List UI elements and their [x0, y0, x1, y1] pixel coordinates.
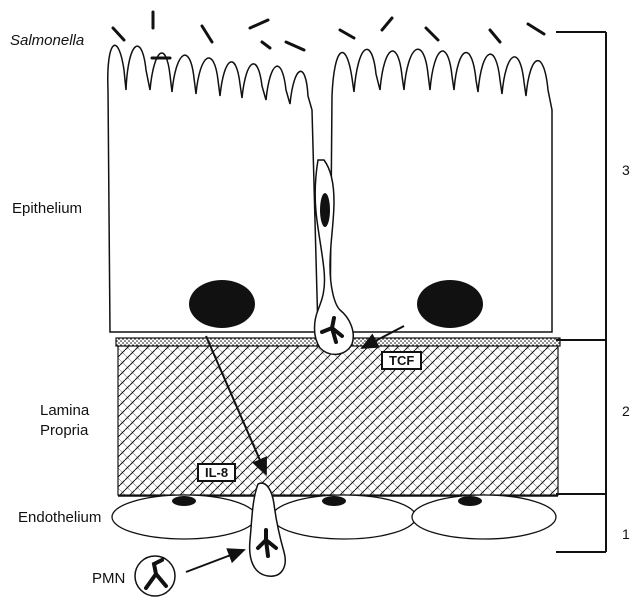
stage-number-1: 1 [622, 526, 630, 542]
il8-box: IL-8 [197, 463, 236, 482]
salmonella-bacteria [113, 12, 544, 58]
epithelium-label: Epithelium [12, 200, 82, 217]
pmn-nucleus-upper [320, 193, 330, 227]
nucleus-left [189, 280, 255, 328]
stage-number-3: 3 [622, 162, 630, 178]
arrow-pmn-to-endothelium [186, 550, 244, 572]
endothelial-nucleus-2 [322, 496, 346, 506]
stage-number-2: 2 [622, 403, 630, 419]
endothelium-label: Endothelium [18, 509, 101, 526]
tcf-box: TCF [381, 351, 422, 370]
salmonella-label: Salmonella [10, 32, 84, 49]
lamina-propria-label-line2: Propria [40, 422, 88, 439]
nucleus-right [417, 280, 483, 328]
lamina-propria-region [118, 343, 558, 495]
lamina-propria-label-line1: Lamina [40, 402, 89, 419]
stage-bracket [556, 32, 606, 552]
endothelial-nucleus-3 [458, 496, 482, 506]
endothelial-cell-3 [412, 495, 556, 539]
pmn-label: PMN [92, 570, 125, 587]
endothelial-nucleus-1 [172, 496, 196, 506]
